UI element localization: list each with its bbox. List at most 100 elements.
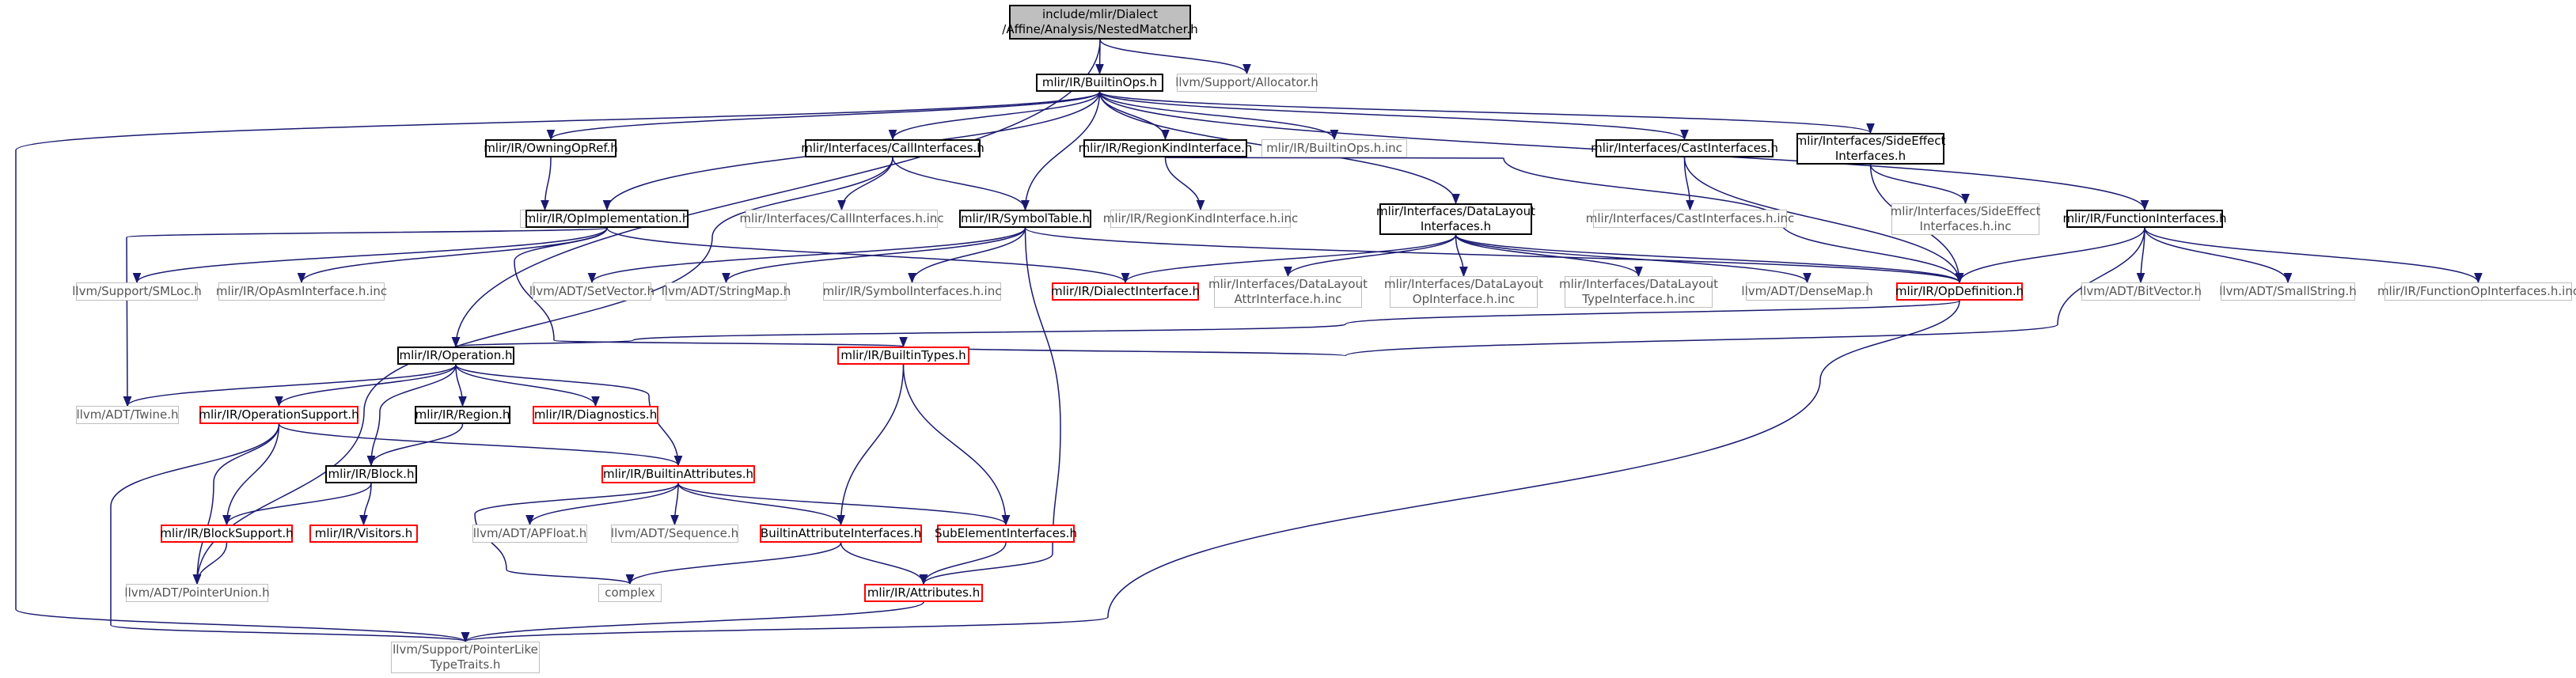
edge-operation-to-diagnostics xyxy=(455,364,600,407)
node-twine[interactable]: llvm/ADT/Twine.h xyxy=(76,406,179,424)
edge-opimpl-to-smloc xyxy=(132,227,608,284)
edge-subelement-to-attributes xyxy=(919,542,1007,585)
edge-builtinattrs-to-sequence xyxy=(670,483,679,526)
edge-callifaces-to-callifaces_inc xyxy=(837,157,893,211)
node-castinterfaces[interactable]: mlir/Interfaces/CastInterfaces.h xyxy=(1591,139,1778,157)
edge-symboltable-to-symbolifaces_inc xyxy=(908,227,1026,284)
node-bitvector[interactable]: llvm/ADT/BitVector.h xyxy=(2080,282,2202,301)
edge-builtinops-to-ptrlike xyxy=(15,91,1101,643)
edge-castifaces-to-castifaces_inc xyxy=(1683,157,1694,211)
node-sequence[interactable]: llvm/ADT/Sequence.h xyxy=(611,525,738,543)
edge-operation-to-block xyxy=(366,364,457,467)
edge-builtinops-to-builtinops_inc xyxy=(1098,91,1339,141)
edge-datalayout-to-densemap xyxy=(1455,234,1812,284)
edge-callifaces-to-pointerunion xyxy=(192,157,893,585)
node-setvector[interactable]: llvm/ADT/SetVector.h xyxy=(529,282,654,301)
node-operationsupport[interactable]: mlir/IR/OperationSupport.h xyxy=(199,406,359,424)
edge-functionifaces-to-opdefinition xyxy=(1955,227,2145,284)
edge-operation-to-opsupport xyxy=(275,364,457,407)
edge-functionifaces-to-funcop_inc xyxy=(2144,227,2483,284)
node-regionkindinterface-inc[interactable]: mlir/IR/RegionKindInterface.h.inc xyxy=(1103,210,1298,228)
node-diagnostics[interactable]: mlir/IR/Diagnostics.h xyxy=(533,406,658,424)
edge-operation-to-region xyxy=(455,364,467,407)
edge-root-to-operation xyxy=(451,39,1101,348)
node-opasminterface-inc[interactable]: mlir/IR/OpAsmInterface.h.inc xyxy=(216,282,387,301)
node-builtinattributeinterfaces[interactable]: BuiltinAttributeInterfaces.h xyxy=(760,525,922,543)
edge-opsupport-to-pointerunion xyxy=(192,423,280,585)
edge-regionkind-to-opdefinition xyxy=(1164,157,1964,284)
node-datalayout-type-inc[interactable]: mlir/Interfaces/DataLayout TypeInterface… xyxy=(1559,276,1718,308)
edge-builtinattrs-to-apfloat xyxy=(525,483,679,526)
node-subelementinterfaces[interactable]: SubElementInterfaces.h xyxy=(935,525,1077,543)
edge-builtinops-to-sideeffect xyxy=(1098,91,1875,134)
edge-opimpl-to-builtintypes xyxy=(514,227,907,348)
node-smallstring[interactable]: llvm/ADT/SmallString.h xyxy=(2219,282,2357,301)
node-complex[interactable]: complex xyxy=(598,584,662,602)
node-densemap[interactable]: llvm/ADT/DenseMap.h xyxy=(1741,282,1873,301)
node-sideeffectinterfaces-inc[interactable]: mlir/Interfaces/SideEffect Interfaces.h.… xyxy=(1890,203,2041,235)
edge-opsupport-to-ptrlike xyxy=(110,423,469,643)
node-functioninterfaces[interactable]: mlir/IR/FunctionInterfaces.h xyxy=(2062,210,2227,228)
node-builtintypes[interactable]: mlir/IR/BuiltinTypes.h xyxy=(837,347,969,365)
edge-symboltable-to-setvector xyxy=(587,227,1026,284)
node-datalayoutinterfaces[interactable]: mlir/Interfaces/DataLayout Interfaces.h xyxy=(1376,203,1535,235)
node-stringmap[interactable]: llvm/ADT/StringMap.h xyxy=(662,282,791,301)
node-callinterfaces-inc[interactable]: mlir/Interfaces/CallInterfaces.h.inc xyxy=(739,210,944,228)
node-regionkindinterface[interactable]: mlir/IR/RegionKindInterface.h xyxy=(1079,139,1252,157)
edge-builtinattrs-to-builtinattrifaces xyxy=(677,483,845,526)
edge-region-to-block xyxy=(366,423,464,467)
node-pointerunion[interactable]: llvm/ADT/PointerUnion.h xyxy=(124,584,270,602)
node-attributes[interactable]: mlir/IR/Attributes.h xyxy=(864,584,983,602)
edge-operation-to-builtinattrs xyxy=(455,364,683,467)
edge-builtinops-to-castifaces xyxy=(1098,91,1689,141)
node-operation[interactable]: mlir/IR/Operation.h xyxy=(397,347,514,365)
edge-opsupport-to-blocksupport xyxy=(222,423,280,526)
edge-opsupport-to-builtinattrs xyxy=(278,423,683,467)
node-builtinattributes[interactable]: mlir/IR/BuiltinAttributes.h xyxy=(601,465,755,483)
node-opimplementation[interactable]: mlir/IR/OpImplementation.h xyxy=(525,210,689,228)
edge-datalayout-to-dl_type_inc xyxy=(1455,234,1643,278)
edge-opimpl-to-opasm_inc xyxy=(297,227,608,284)
edge-operation-to-twine xyxy=(123,364,457,407)
node-datalayout-attr-inc[interactable]: mlir/Interfaces/DataLayout AttrInterface… xyxy=(1208,276,1368,308)
node-pointerliketypetraits[interactable]: llvm/Support/PointerLike TypeTraits.h xyxy=(391,642,540,673)
edge-builtinattrifaces-to-attributes xyxy=(840,542,928,585)
edge-datalayout-to-opdefinition xyxy=(1455,234,1964,284)
edge-builtintypes-to-subelement xyxy=(902,364,1011,526)
node-symbolinterfaces-inc[interactable]: mlir/IR/SymbolInterfaces.h.inc xyxy=(823,282,1001,301)
edge-block-to-blocksupport xyxy=(222,483,372,526)
edge-block-to-visitors xyxy=(359,483,372,526)
node-datalayout-op-inc[interactable]: mlir/Interfaces/DataLayout OpInterface.h… xyxy=(1384,276,1543,308)
edge-opdefinition-to-ptrlike xyxy=(461,300,1960,643)
node-nestedmatcher[interactable]: include/mlir/Dialect /Affine/Analysis/Ne… xyxy=(1002,5,1198,40)
node-castinterfaces-inc[interactable]: mlir/Interfaces/CastInterfaces.h.inc xyxy=(1586,210,1794,228)
node-dialectinterface[interactable]: mlir/IR/DialectInterface.h xyxy=(1051,282,1200,301)
node-symboltable[interactable]: mlir/IR/SymbolTable.h xyxy=(959,210,1091,228)
node-opdefinition[interactable]: mlir/IR/OpDefinition.h xyxy=(1895,282,2024,301)
node-block[interactable]: mlir/IR/Block.h xyxy=(325,465,417,483)
node-functionopinterfaces-inc[interactable]: mlir/IR/FunctionOpInterfaces.h.inc xyxy=(2377,282,2576,301)
edge-root-to-allocator xyxy=(1099,39,1251,75)
edge-builtinops-to-callifaces xyxy=(888,91,1101,141)
edge-datalayout-to-dl_attr_inc xyxy=(1284,234,1457,278)
edge-datalayout-to-dl_op_inc xyxy=(1455,234,1468,278)
edge-builtinops-to-symboltable xyxy=(1021,91,1101,211)
node-owningopref[interactable]: mlir/IR/OwningOpRef.h xyxy=(484,139,618,157)
node-blocksupport[interactable]: mlir/IR/BlockSupport.h xyxy=(160,525,294,543)
edge-symboltable-to-attributes xyxy=(919,227,1061,585)
edge-builtinops-to-owningopref xyxy=(546,91,1101,141)
edge-regionkind-to-regionkind_inc xyxy=(1164,157,1205,211)
node-smloc[interactable]: llvm/Support/SMLoc.h xyxy=(72,282,202,301)
node-sideeffectinterfaces[interactable]: mlir/Interfaces/SideEffect Interfaces.h xyxy=(1795,133,1946,165)
node-apfloat[interactable]: llvm/ADT/APFloat.h xyxy=(472,525,587,543)
node-builtinops[interactable]: mlir/IR/BuiltinOps.h xyxy=(1036,74,1163,92)
node-builtinops-inc[interactable]: mlir/IR/BuiltinOps.h.inc xyxy=(1261,139,1407,157)
edge-opimpl-to-dialectiface xyxy=(606,227,1130,284)
node-callinterfaces[interactable]: mlir/Interfaces/CallInterfaces.h xyxy=(801,139,984,157)
edge-opdefinition-to-operation xyxy=(452,300,1960,348)
node-allocator[interactable]: llvm/Support/Allocator.h xyxy=(1175,74,1318,92)
node-visitors[interactable]: mlir/IR/Visitors.h xyxy=(309,525,418,543)
node-region[interactable]: mlir/IR/Region.h xyxy=(415,406,510,424)
